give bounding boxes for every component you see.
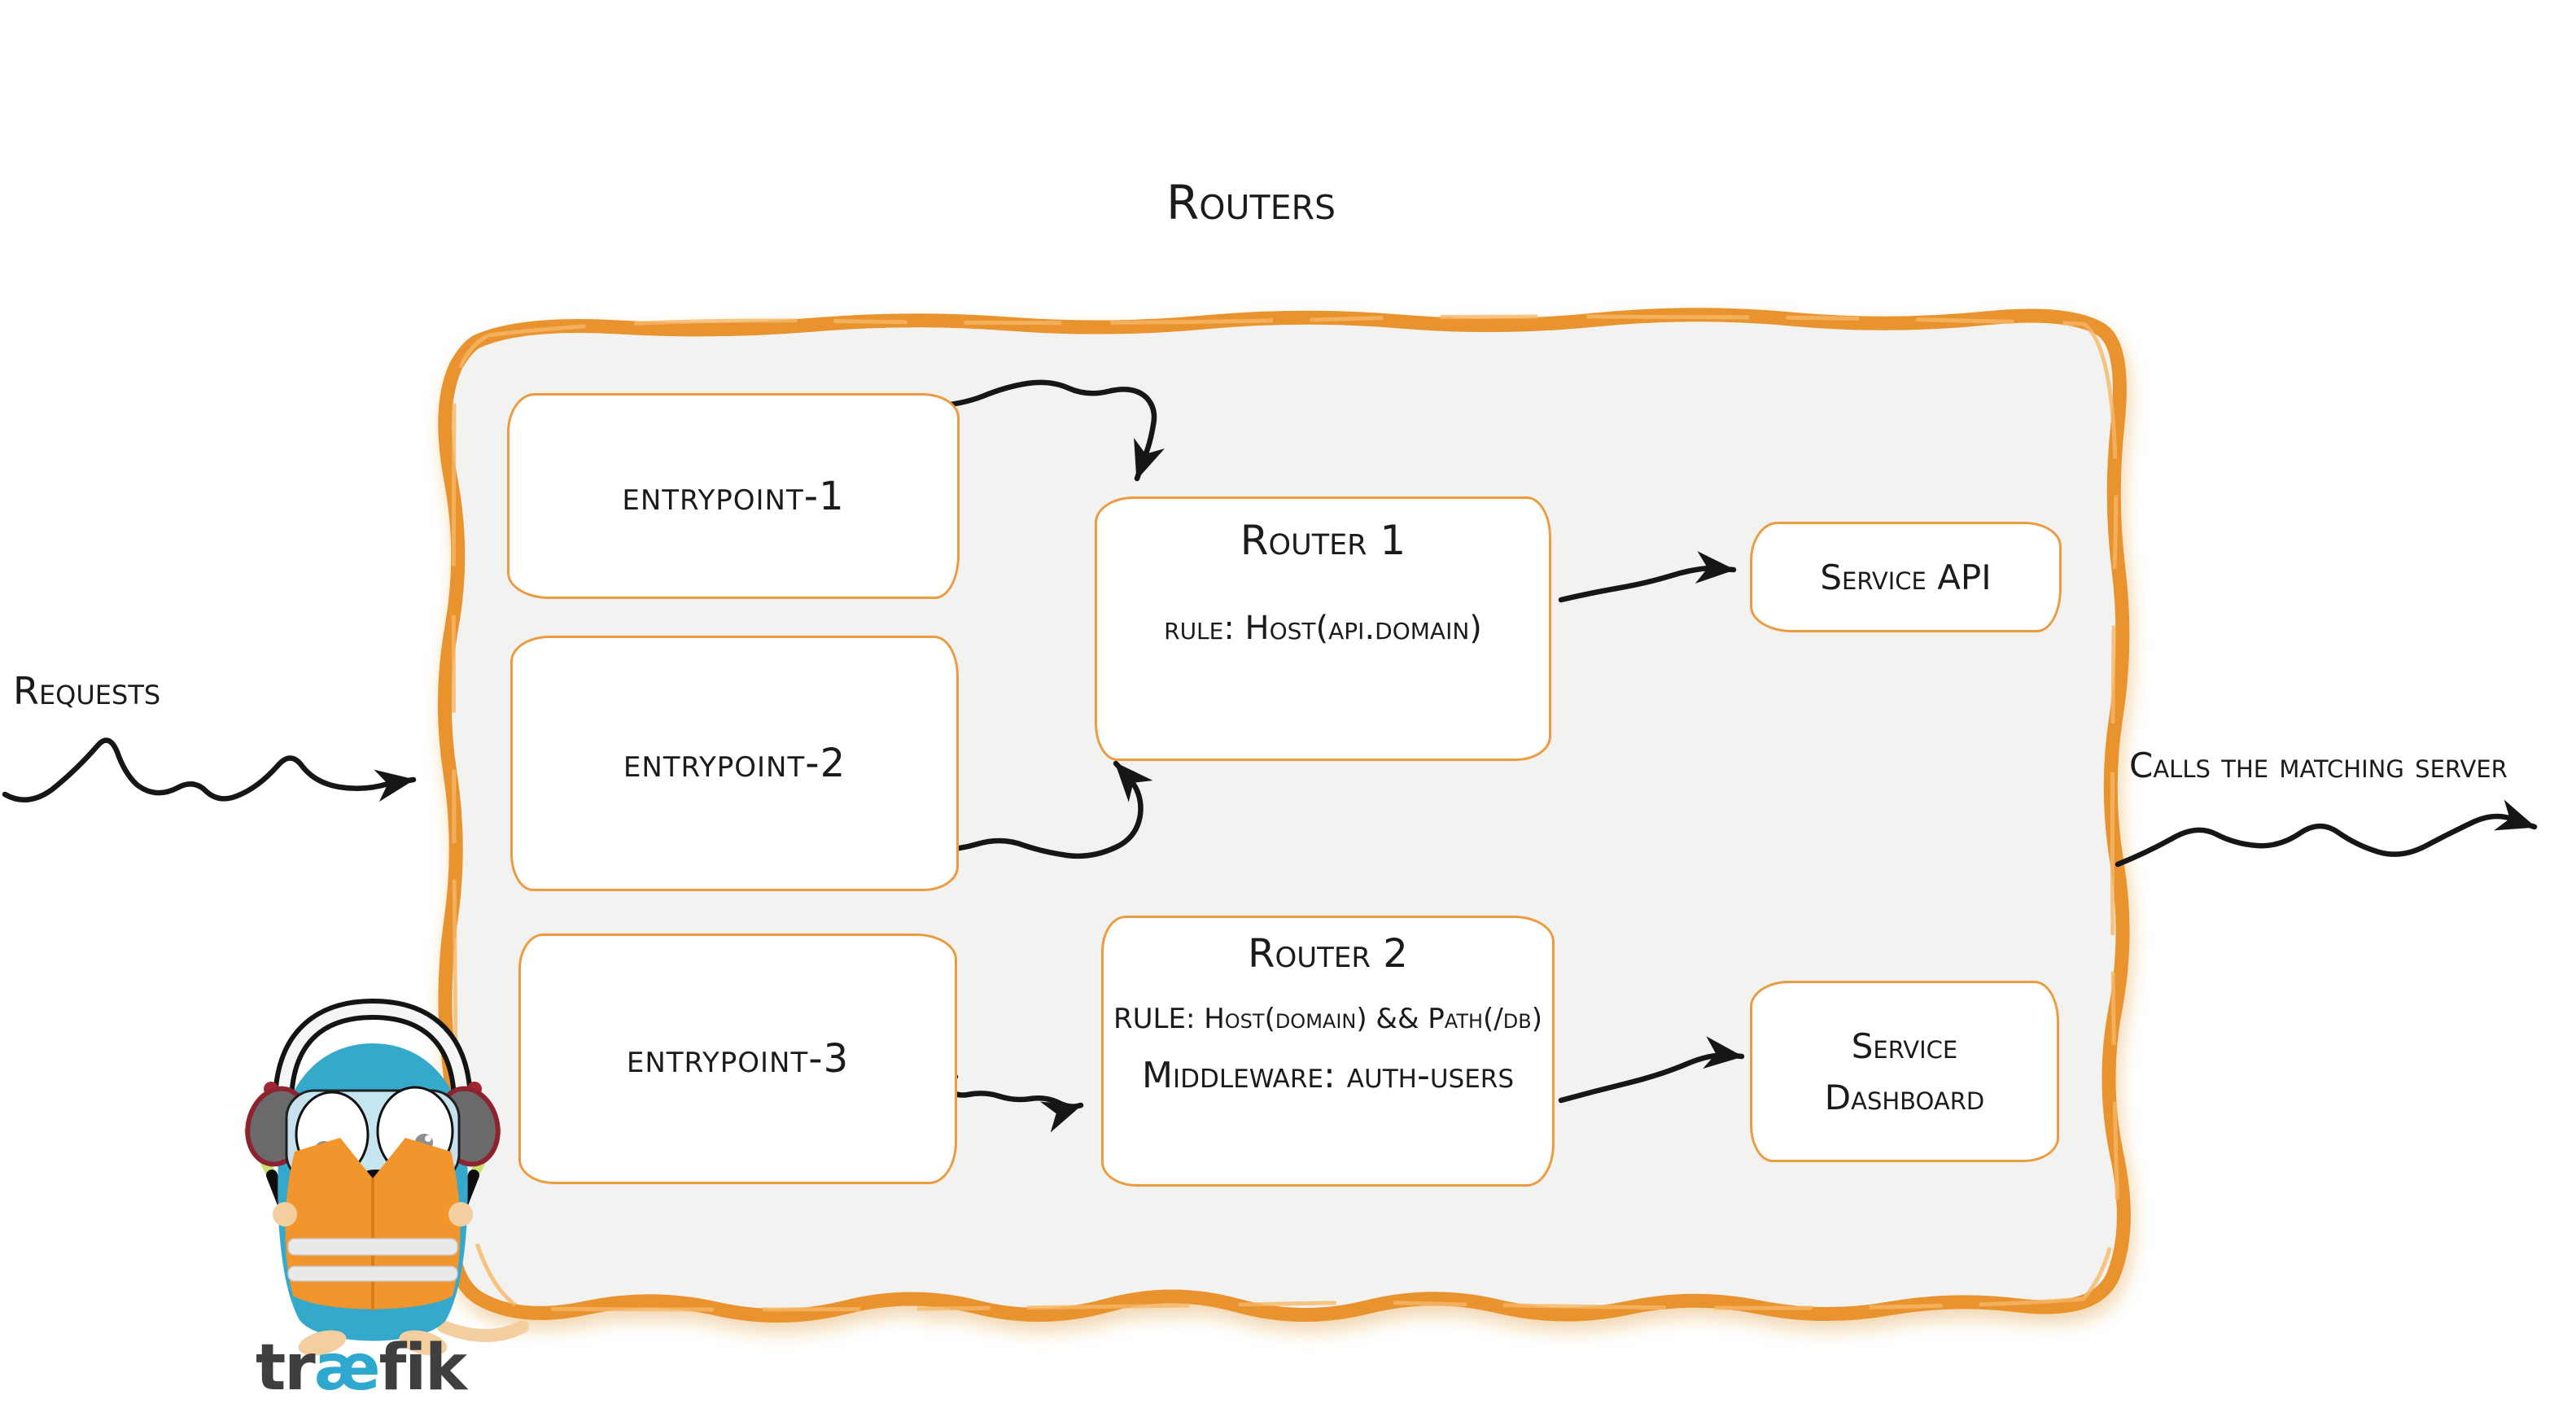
service-dashboard-label-line1: Service: [1851, 1025, 1958, 1066]
arrow-router2-to-service-dashboard: [1558, 1036, 1745, 1104]
entrypoint-3-label: entrypoint-3: [626, 1036, 850, 1082]
traefik-gopher-logo: [244, 998, 529, 1356]
arrow-router1-to-service-api: [1558, 551, 1737, 603]
router-1-rule: rule: Host(api.domain): [1164, 610, 1482, 647]
service-dashboard-box: Service Dashboard: [1750, 981, 2059, 1162]
entrypoint-1-box: entrypoint-1: [507, 393, 960, 599]
service-api-box: Service API: [1750, 522, 2062, 632]
router-2-rule: RULE: Host(domain) && Path(/db): [1113, 1003, 1542, 1035]
router-1-title: Router 1: [1240, 517, 1406, 564]
traefik-wordmark: træfik: [256, 1336, 467, 1400]
requests-label: Requests: [13, 669, 161, 713]
router-1-box: Router 1 rule: Host(api.domain): [1095, 496, 1551, 761]
arrow-calls: [2115, 799, 2538, 868]
router-2-box: Router 2 RULE: Host(domain) && Path(/db)…: [1101, 916, 1555, 1187]
wordmark-fik: fik: [378, 1331, 468, 1405]
service-dashboard-label-line2: Dashboard: [1824, 1077, 1985, 1117]
entrypoint-3-box: entrypoint-3: [518, 934, 957, 1184]
entrypoint-1-label: entrypoint-1: [622, 473, 845, 519]
entrypoint-2-label: entrypoint-2: [623, 741, 846, 786]
wordmark-ae: æ: [313, 1331, 381, 1405]
wordmark-tr: tr: [256, 1331, 316, 1405]
router-2-middleware: Middleware: auth-users: [1142, 1055, 1514, 1096]
page-title: Routers: [1166, 175, 1336, 230]
arrow-requests: [2, 737, 417, 802]
router-2-title: Router 2: [1248, 931, 1408, 977]
service-api-label: Service API: [1820, 557, 1992, 597]
calls-matching-server-label: Calls the matching server: [2129, 746, 2508, 785]
entrypoint-2-box: entrypoint-2: [510, 636, 959, 891]
